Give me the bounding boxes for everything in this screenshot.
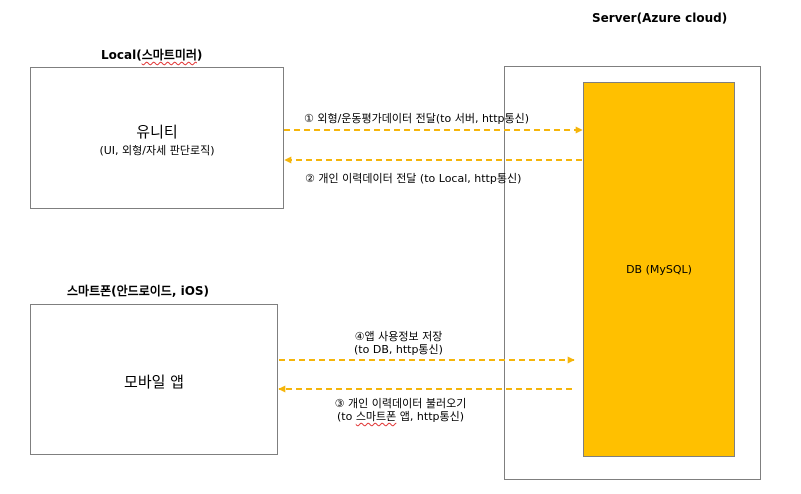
- unity-name: 유니티: [136, 123, 178, 141]
- arrow-4-label: ④앱 사용정보 저장 (to DB, http통신): [331, 330, 466, 356]
- arrow-3-label: ③ 개인 이력데이터 불러오기 (to 스마트폰 앱, http통신): [318, 397, 483, 423]
- arrow-4-label-line1: ④앱 사용정보 저장: [354, 330, 443, 343]
- local-title-ko: 스마트미러: [141, 48, 197, 62]
- local-unity-box: 유니티 (UI, 외형/자세 판단로직): [30, 67, 284, 209]
- mobile-app-box: 모바일 앱: [30, 304, 278, 455]
- arrow-2-label: ② 개인 이력데이터 전달 (to Local, http통신): [305, 172, 522, 185]
- arrow-1-label: ① 외형/운동평가데이터 전달(to 서버, http통신): [304, 112, 530, 125]
- arrow-3-prefix: (to: [336, 410, 356, 423]
- mobile-app-name: 모바일 앱: [124, 373, 184, 391]
- local-title: Local(스마트미러): [101, 46, 202, 63]
- arrow-3-suffix: 앱, http통신): [396, 410, 465, 423]
- arrow-3-label-line1: ③ 개인 이력데이터 불러오기: [334, 397, 467, 410]
- db-block: DB (MySQL): [583, 82, 735, 457]
- arrow-3-label-line2: (to 스마트폰 앱, http통신): [318, 410, 483, 423]
- arrow-4-label-line2: (to DB, http통신): [354, 343, 443, 356]
- unity-desc: (UI, 외형/자세 판단로직): [99, 144, 215, 157]
- arrow-3-ko: 스마트폰: [355, 410, 397, 423]
- local-title-prefix: Local(: [101, 48, 142, 62]
- local-title-suffix: ): [196, 48, 203, 62]
- smartphone-title: 스마트폰(안드로이드, iOS): [67, 284, 210, 298]
- db-label: DB (MySQL): [626, 263, 692, 276]
- server-title: Server(Azure cloud): [592, 11, 728, 25]
